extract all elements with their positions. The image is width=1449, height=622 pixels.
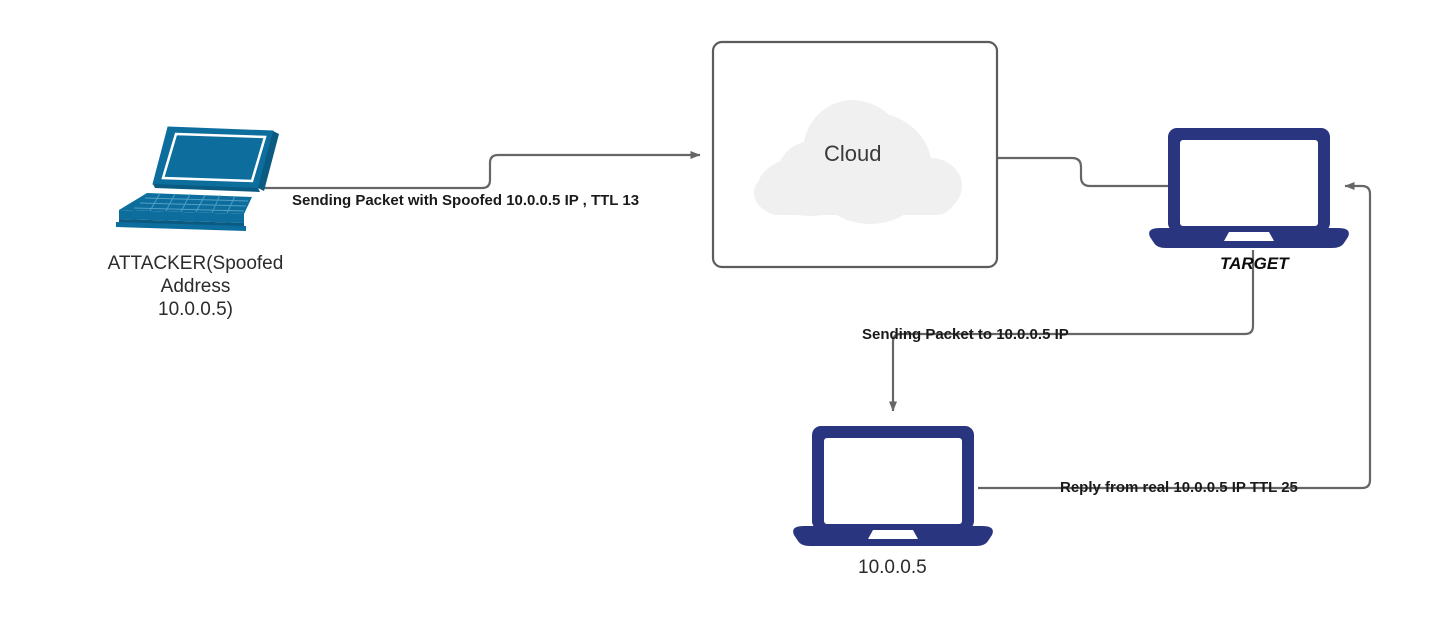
connector-target-to-victim [889, 250, 1255, 412]
attacker-label-line-1: ATTACKER(Spoofed [107, 253, 284, 274]
target-laptop-icon[interactable] [1149, 128, 1349, 248]
attacker-label: ATTACKER(Spoofed Address 10.0.0.5) [68, 252, 323, 322]
connector-attacker-to-cloud [262, 151, 701, 190]
connector-cloud-to-target [997, 156, 1168, 188]
cloud-label: Cloud [824, 141, 882, 166]
victim-label: 10.0.0.5 [858, 557, 927, 578]
edge-label-attacker-to-cloud: Sending Packet with Spoofed 10.0.0.5 IP … [292, 192, 640, 209]
edge-label-victim-to-target: Reply from real 10.0.0.5 IP TTL 25 [1060, 479, 1298, 496]
victim-laptop-icon[interactable] [793, 426, 993, 546]
cloud-icon [754, 100, 962, 224]
connector-victim-to-target [978, 182, 1372, 490]
edge-label-target-to-victim: Sending Packet to 10.0.0.5 IP [862, 326, 1069, 343]
attacker-label-line-2: Address [160, 276, 231, 298]
attacker-laptop-icon[interactable] [116, 126, 279, 231]
target-label: TARGET [1220, 254, 1289, 273]
cloud-box[interactable] [711, 40, 999, 269]
attacker-label-line-3: 10.0.0.5) [158, 299, 233, 321]
